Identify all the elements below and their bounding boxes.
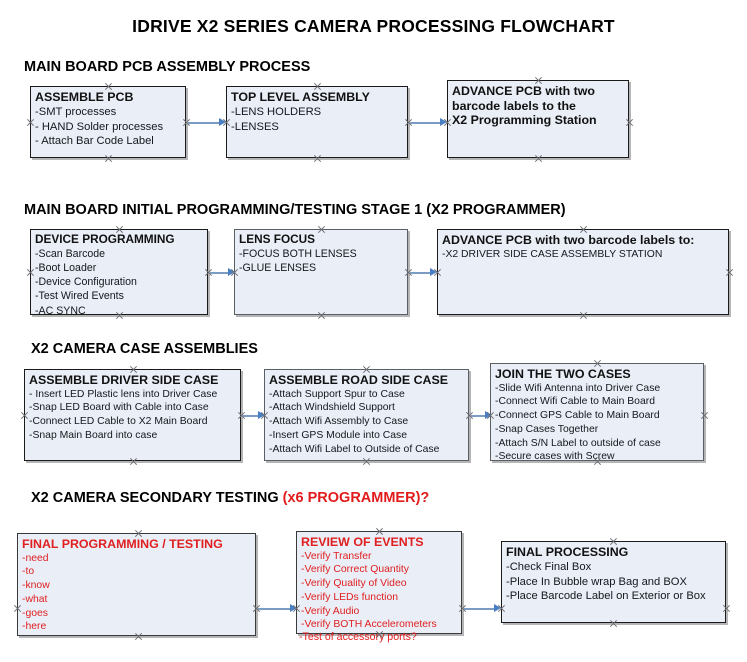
box-assemble-pcb[interactable]: ASSEMBLE PCB -SMT processes - HAND Solde… bbox=[30, 86, 186, 158]
box-line: -SMT processes bbox=[35, 105, 117, 118]
box-advance-pcb-programming-station[interactable]: ADVANCE PCB with two barcode labels to t… bbox=[447, 80, 629, 158]
arrow-head-icon bbox=[228, 267, 235, 276]
box-overflow-line-review-of-events: -Test of accessory ports? bbox=[299, 631, 417, 643]
section-heading-main-board-initial-programming: MAIN BOARD INITIAL PROGRAMMING/TESTING S… bbox=[24, 202, 566, 218]
box-line: -goes bbox=[22, 607, 48, 619]
box-top-level-assembly[interactable]: TOP LEVEL ASSEMBLY -LENS HOLDERS -LENSES bbox=[226, 86, 408, 158]
box-line: -X2 DRIVER SIDE CASE ASSEMBLY STATION bbox=[442, 248, 663, 260]
box-line: -FOCUS BOTH LENSES bbox=[239, 247, 357, 260]
box-title: ASSEMBLE DRIVER SIDE CASE bbox=[29, 373, 219, 387]
box-advance-pcb-driver-side[interactable]: ADVANCE PCB with two barcode labels to: … bbox=[437, 229, 729, 315]
box-title: LENS FOCUS bbox=[239, 232, 316, 246]
box-line: -Place Barcode Label on Exterior or Box bbox=[506, 590, 706, 603]
box-line: -to bbox=[22, 566, 35, 578]
box-line: - Attach Bar Code Label bbox=[35, 135, 154, 148]
box-line: -Verify Audio bbox=[301, 605, 360, 617]
box-assemble-road-side-case[interactable]: ASSEMBLE ROAD SIDE CASE -Attach Support … bbox=[264, 369, 469, 461]
box-line: -Connect Wifi Cable to Main Board bbox=[495, 396, 655, 408]
box-final-programming-testing[interactable]: FINAL PROGRAMMING / TESTING -need -to -k… bbox=[17, 533, 256, 636]
box-line: -Verify Transfer bbox=[301, 550, 372, 562]
box-line: -Test Wired Events bbox=[35, 290, 124, 303]
arrow-head-icon bbox=[290, 603, 297, 612]
box-line: -Secure cases with Screw bbox=[495, 451, 615, 463]
box-join-the-two-cases[interactable]: JOIN THE TWO CASES -Slide Wifi Antenna i… bbox=[490, 363, 704, 463]
arrow-connector bbox=[188, 122, 221, 124]
arrow-head-icon bbox=[258, 410, 265, 419]
arrow-connector bbox=[410, 272, 432, 274]
box-title: DEVICE PROGRAMMING bbox=[35, 232, 175, 246]
box-line: barcode labels to the bbox=[452, 98, 576, 113]
box-line: -Slide Wifi Antenna into Driver Case bbox=[495, 382, 661, 394]
box-line: X2 Programming Station bbox=[452, 113, 597, 128]
box-line: -GLUE LENSES bbox=[239, 262, 317, 275]
arrow-head-icon bbox=[430, 267, 437, 276]
box-line: -Connect LED Cable to X2 Main Board bbox=[29, 416, 208, 428]
box-title: ADVANCE PCB with two barcode labels to: bbox=[442, 233, 695, 247]
box-title: REVIEW OF EVENTS bbox=[301, 535, 424, 549]
box-line: -know bbox=[22, 580, 50, 592]
arrow-connector bbox=[471, 415, 487, 417]
box-line: -Boot Loader bbox=[35, 262, 97, 275]
box-assemble-driver-side-case[interactable]: ASSEMBLE DRIVER SIDE CASE - Insert LED P… bbox=[24, 369, 241, 461]
box-title: FINAL PROGRAMMING / TESTING bbox=[22, 537, 223, 551]
arrow-connector bbox=[410, 122, 442, 124]
box-title: ASSEMBLE PCB bbox=[35, 90, 134, 104]
page-title: IDRIVE X2 SERIES CAMERA PROCESSING FLOWC… bbox=[132, 16, 615, 36]
box-review-of-events[interactable]: REVIEW OF EVENTS -Verify Transfer -Verif… bbox=[296, 531, 462, 634]
box-line: - Insert LED Plastic lens into Driver Ca… bbox=[29, 388, 218, 400]
box-title: TOP LEVEL ASSEMBLY bbox=[231, 90, 370, 104]
box-line: -Snap LED Board with Cable into Case bbox=[29, 402, 209, 414]
arrow-head-icon bbox=[494, 603, 501, 612]
box-line: -Scan Barcode bbox=[35, 247, 106, 260]
section-heading-x2-camera-case-assemblies: X2 CAMERA CASE ASSEMBLIES bbox=[31, 341, 258, 357]
box-line: -need bbox=[22, 552, 49, 564]
box-line: -Snap Main Board into case bbox=[29, 429, 158, 441]
arrow-connector bbox=[243, 415, 260, 417]
section-heading-main-board-pcb-assembly: MAIN BOARD PCB ASSEMBLY PROCESS bbox=[24, 59, 311, 75]
arrow-connector bbox=[258, 608, 292, 610]
box-line: -Snap Cases Together bbox=[495, 423, 599, 435]
arrow-connector bbox=[210, 272, 230, 274]
box-final-processing[interactable]: FINAL PROCESSING -Check Final Box -Place… bbox=[501, 541, 726, 623]
box-line: -LENS HOLDERS bbox=[231, 105, 322, 118]
section-heading-accent: (x6 PROGRAMMER)? bbox=[282, 490, 430, 506]
arrow-head-icon bbox=[440, 117, 447, 126]
box-line: -Place In Bubble wrap Bag and BOX bbox=[506, 575, 687, 588]
box-title: ADVANCE PCB with two bbox=[452, 84, 595, 98]
box-line: -here bbox=[22, 621, 47, 633]
box-line: -Attach Windshield Support bbox=[269, 402, 395, 414]
box-line: -what bbox=[22, 593, 48, 605]
box-line: -Attach Support Spur to Case bbox=[269, 388, 405, 400]
box-line: -Connect GPS Cable to Main Board bbox=[495, 410, 660, 422]
box-line: -Check Final Box bbox=[506, 560, 592, 573]
box-lens-focus[interactable]: LENS FOCUS -FOCUS BOTH LENSES -GLUE LENS… bbox=[234, 229, 408, 315]
section-heading-text: X2 CAMERA SECONDARY TESTING bbox=[31, 490, 283, 506]
box-line: -LENSES bbox=[231, 120, 279, 133]
arrow-head-icon bbox=[485, 410, 492, 419]
box-line: -Verify BOTH Accelerometers bbox=[301, 619, 437, 631]
box-line: -Verify Quality of Video bbox=[301, 578, 407, 590]
arrow-connector bbox=[464, 608, 496, 610]
box-line: -Attach Wifi Assembly to Case bbox=[269, 416, 409, 428]
box-line: - HAND Solder processes bbox=[35, 120, 164, 133]
section-heading-x2-camera-secondary-testing: X2 CAMERA SECONDARY TESTING (x6 PROGRAMM… bbox=[31, 490, 429, 506]
box-line: -Insert GPS Module into Case bbox=[269, 429, 408, 441]
box-device-programming[interactable]: DEVICE PROGRAMMING -Scan Barcode -Boot L… bbox=[30, 229, 208, 317]
box-title: JOIN THE TWO CASES bbox=[495, 367, 631, 381]
box-line: -Verify LEDs function bbox=[301, 591, 399, 603]
box-title: FINAL PROCESSING bbox=[506, 545, 629, 559]
box-line: -Device Configuration bbox=[35, 276, 137, 289]
box-line: -Attach S/N Label to outside of case bbox=[495, 437, 661, 449]
arrow-head-icon bbox=[219, 117, 226, 126]
box-line: -AC SYNC bbox=[35, 304, 86, 317]
box-title: ASSEMBLE ROAD SIDE CASE bbox=[269, 373, 448, 387]
box-line: -Attach Wifi Label to Outside of Case bbox=[269, 443, 440, 455]
box-line: -Verify Correct Quantity bbox=[301, 564, 409, 576]
